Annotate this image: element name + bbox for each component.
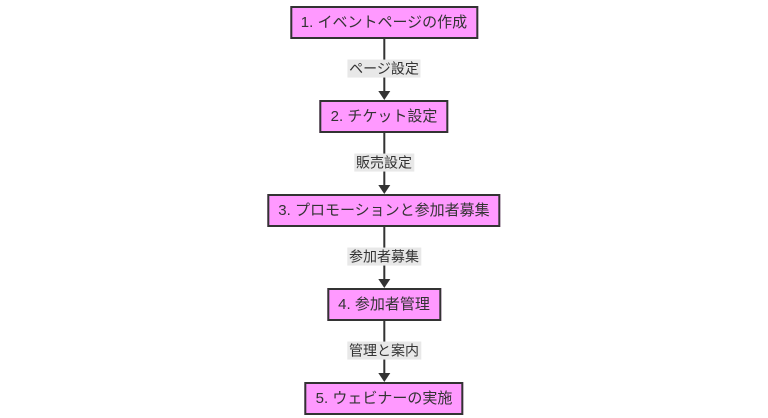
arrowhead-down-icon: [377, 185, 390, 194]
arrowhead-down-icon: [377, 373, 390, 382]
arrowhead-down-icon: [377, 279, 390, 288]
flow-node-step2: 2. チケット設定: [319, 100, 449, 133]
edge-label: 参加者募集: [346, 247, 421, 266]
flow-node-step1: 1. イベントページの作成: [289, 6, 479, 39]
flow-node-step4: 4. 参加者管理: [327, 288, 441, 321]
edge-label: 管理と案内: [346, 341, 421, 360]
arrowhead-down-icon: [377, 91, 390, 100]
flowchart-column: 1. イベントページの作成 ページ設定 2. チケット設定 販売設定 3. プロ…: [267, 6, 501, 415]
edge-step2-step3: 販売設定: [314, 133, 454, 194]
flow-node-step3: 3. プロモーションと参加者募集: [267, 194, 501, 227]
edge-label: 販売設定: [353, 153, 414, 172]
flow-node-step5: 5. ウェビナーの実施: [304, 382, 464, 415]
edge-step3-step4: 参加者募集: [314, 227, 454, 288]
edge-step1-step2: ページ設定: [314, 39, 454, 100]
edge-step4-step5: 管理と案内: [314, 321, 454, 382]
edge-label: ページ設定: [347, 59, 421, 78]
